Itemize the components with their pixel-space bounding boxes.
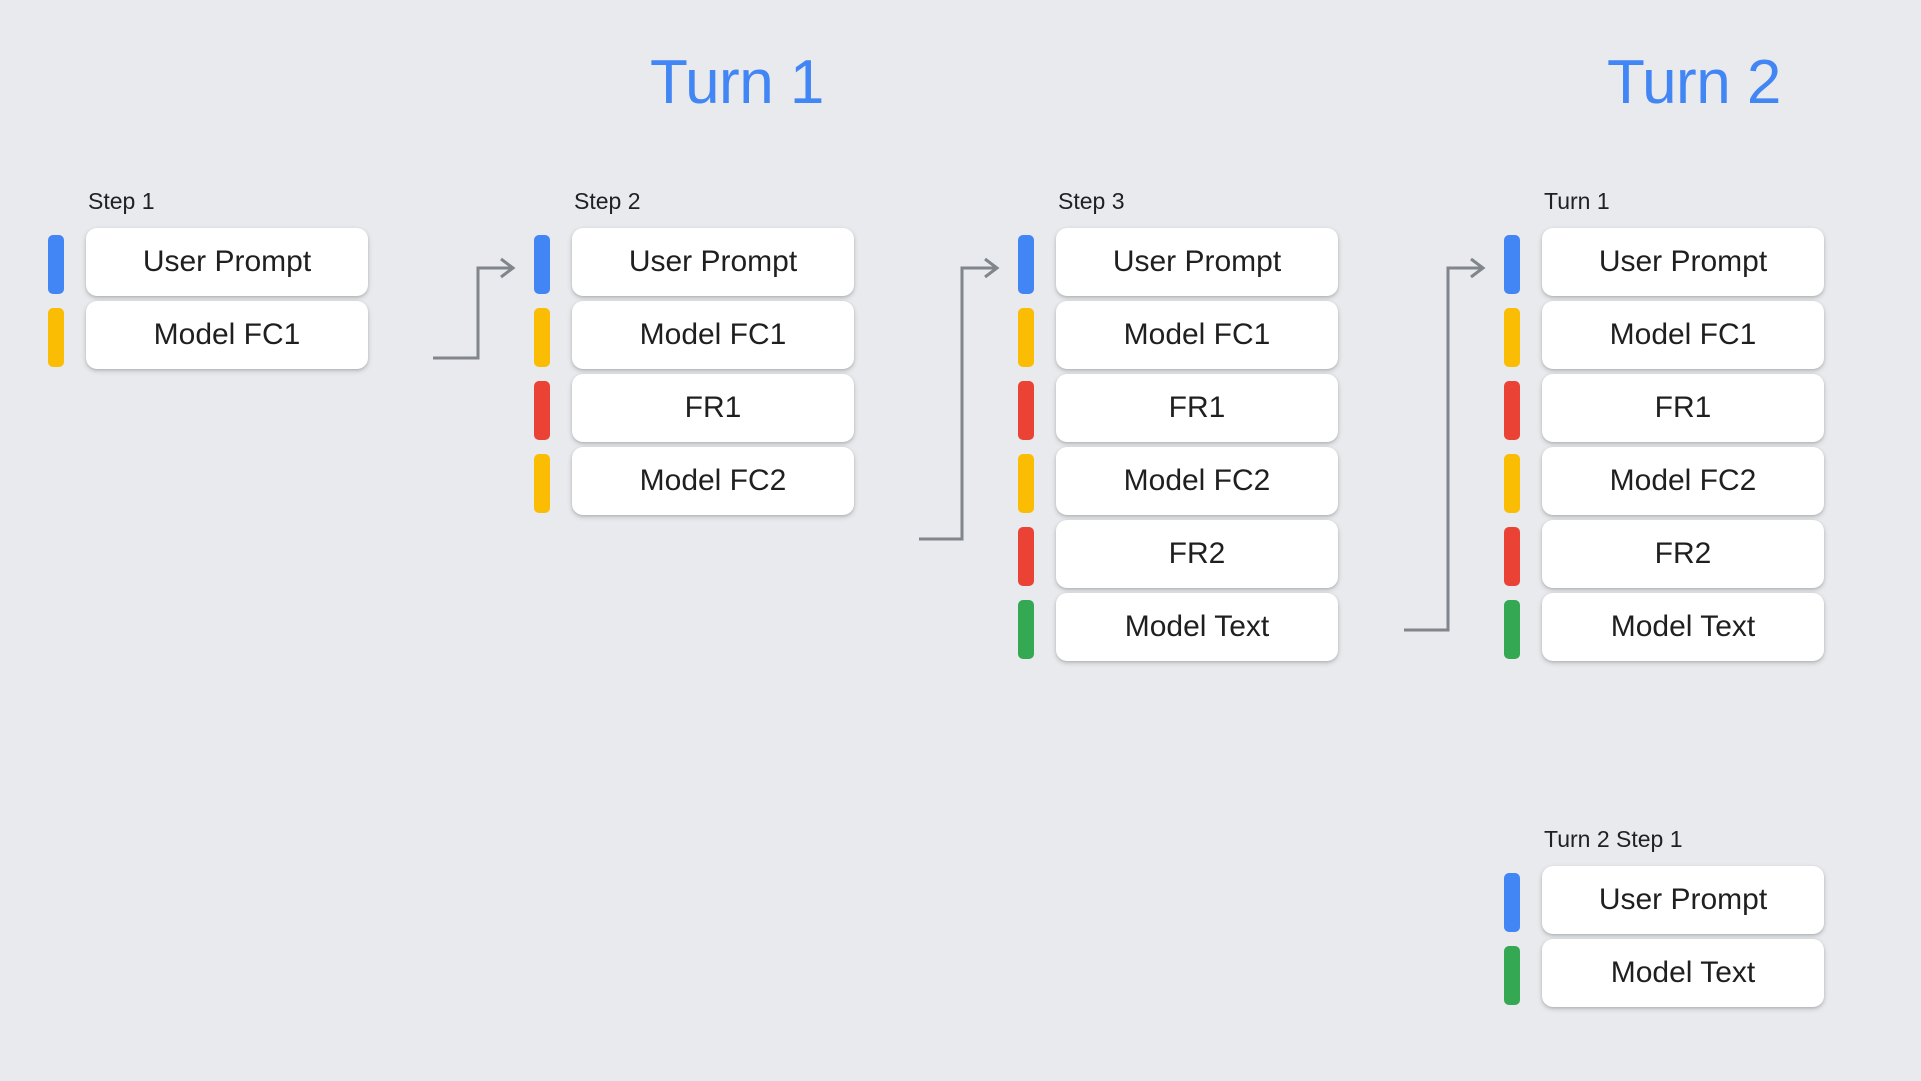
message-card[interactable]: FR1 [572, 374, 854, 442]
message-label: User Prompt [142, 245, 312, 278]
message-card[interactable]: Model FC1 [86, 301, 368, 369]
message-card[interactable]: FR2 [1056, 520, 1338, 588]
role-bar-yellow-icon [1018, 308, 1034, 367]
arrowhead-turn2-icon [1470, 257, 1486, 279]
message-label: FR1 [1168, 391, 1226, 424]
connector-step1-to-step2-icon [433, 266, 513, 360]
role-bar-yellow-icon [1018, 454, 1034, 513]
role-bar-yellow-icon [1504, 454, 1520, 513]
message-label: FR2 [1654, 537, 1712, 570]
connector-step3-to-turn2-icon [1404, 266, 1483, 632]
message-label: Model Text [1610, 956, 1756, 989]
message-label: Model FC2 [1123, 464, 1271, 497]
message-label: Model FC1 [1609, 318, 1757, 351]
role-bar-red-icon [1018, 527, 1034, 586]
arrowhead-step3-icon [984, 257, 1000, 279]
role-bar-green-icon [1018, 600, 1034, 659]
message-label: Model FC1 [639, 318, 787, 351]
role-bar-green-icon [1504, 600, 1520, 659]
message-card[interactable]: FR1 [1542, 374, 1824, 442]
message-card[interactable]: User Prompt [572, 228, 854, 296]
message-label: Model FC1 [1123, 318, 1271, 351]
column-label-step-1: Step 1 [88, 188, 155, 214]
message-card[interactable]: FR1 [1056, 374, 1338, 442]
connector-step2-to-step3-icon [919, 266, 997, 541]
message-card[interactable]: Model FC2 [572, 447, 854, 515]
message-label: Model Text [1124, 610, 1270, 643]
message-card[interactable]: Model FC2 [1056, 447, 1338, 515]
column-label-turn-1: Turn 1 [1544, 188, 1610, 214]
message-label: User Prompt [1598, 883, 1768, 916]
role-bar-yellow-icon [1504, 308, 1520, 367]
message-label: Model FC1 [153, 318, 301, 351]
role-bar-blue-icon [534, 235, 550, 294]
message-label: Model Text [1610, 610, 1756, 643]
message-card[interactable]: User Prompt [1542, 228, 1824, 296]
role-bar-blue-icon [1018, 235, 1034, 294]
role-bar-red-icon [1504, 527, 1520, 586]
message-card[interactable]: User Prompt [1056, 228, 1338, 296]
role-bar-blue-icon [48, 235, 64, 294]
role-bar-blue-icon [1504, 235, 1520, 294]
message-label: User Prompt [1598, 245, 1768, 278]
message-card[interactable]: Model FC1 [572, 301, 854, 369]
message-label: User Prompt [1112, 245, 1282, 278]
role-bar-yellow-icon [48, 308, 64, 367]
message-card[interactable]: User Prompt [86, 228, 368, 296]
message-label: User Prompt [628, 245, 798, 278]
message-card[interactable]: Model FC1 [1542, 301, 1824, 369]
message-card[interactable]: Model Text [1542, 593, 1824, 661]
arrowhead-step2-icon [500, 257, 516, 279]
message-card[interactable]: Model FC2 [1542, 447, 1824, 515]
role-bar-red-icon [1018, 381, 1034, 440]
message-label: Model FC2 [1609, 464, 1757, 497]
turn-1-title: Turn 1 [650, 48, 824, 117]
role-bar-yellow-icon [534, 308, 550, 367]
message-label: FR2 [1168, 537, 1226, 570]
message-card[interactable]: User Prompt [1542, 866, 1824, 934]
message-card[interactable]: Model FC1 [1056, 301, 1338, 369]
column-label-turn-2-step-1: Turn 2 Step 1 [1544, 826, 1683, 852]
column-label-step-3: Step 3 [1058, 188, 1125, 214]
role-bar-green-icon [1504, 946, 1520, 1005]
message-label: FR1 [684, 391, 742, 424]
role-bar-red-icon [1504, 381, 1520, 440]
message-label: Model FC2 [639, 464, 787, 497]
column-label-step-2: Step 2 [574, 188, 641, 214]
message-card[interactable]: Model Text [1542, 939, 1824, 1007]
turn-2-title: Turn 2 [1607, 48, 1781, 117]
role-bar-blue-icon [1504, 873, 1520, 932]
role-bar-red-icon [534, 381, 550, 440]
message-card[interactable]: FR2 [1542, 520, 1824, 588]
message-card[interactable]: Model Text [1056, 593, 1338, 661]
role-bar-yellow-icon [534, 454, 550, 513]
message-label: FR1 [1654, 391, 1712, 424]
